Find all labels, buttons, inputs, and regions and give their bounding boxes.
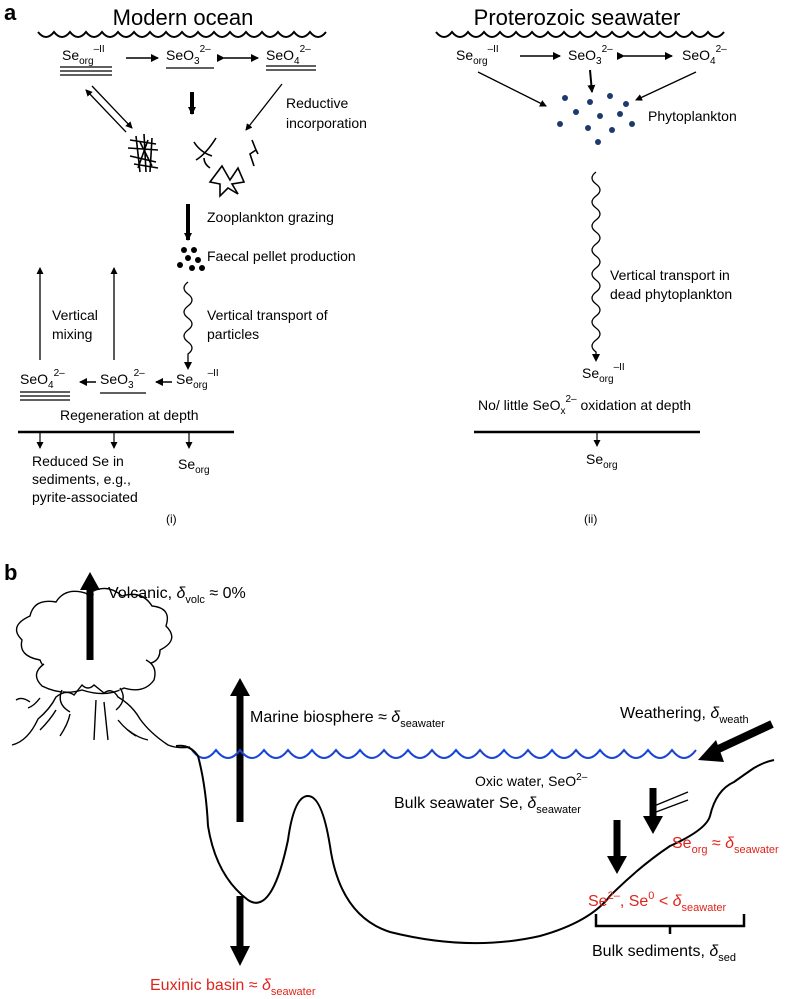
modern-seo4-top: SeO42–: [266, 44, 311, 67]
sediment-bracket: [594, 914, 746, 934]
proterozoic-surface-waves: [435, 30, 725, 38]
oxic-label: Oxic water, SeO2–: [475, 772, 588, 789]
regeneration-label: Regeneration at depth: [60, 407, 199, 423]
pro-se-org-sediment: Seorg: [586, 451, 618, 471]
vertical-transport-2: particles: [207, 326, 259, 342]
reduced-se-2: sediments, e.g.,: [32, 471, 131, 487]
vertical-mixing-1: Vertical: [52, 307, 98, 323]
weathering-label: Weathering, δweath: [620, 705, 749, 726]
faecal-label: Faecal pellet production: [207, 248, 356, 264]
modern-wavy-transport: [183, 281, 193, 364]
euxinic-label: Euxinic basin ≈ δseawater: [150, 977, 316, 998]
pro-se-org-depth: Seorg–II: [582, 362, 625, 385]
bulk-seawater-label: Bulk seawater Se, δseawater: [394, 795, 581, 816]
modern-seo3-bottom: SeO32–: [100, 368, 145, 391]
modern-surface-waves: [37, 30, 327, 38]
pro-wavy-transport: [591, 171, 601, 360]
reductive-label-1: Reductive: [286, 95, 348, 111]
pro-roman: (ii): [584, 512, 597, 526]
phytoplankton-dots: [557, 93, 635, 145]
bulk-sediments-label: Bulk sediments, δsed: [592, 943, 736, 964]
phytoplankton-label: Phytoplankton: [648, 108, 737, 124]
se2-label: Se2–, Se0 < δseawater: [588, 890, 727, 914]
pro-vt-1: Vertical transport in: [610, 267, 730, 283]
proterozoic-title: Proterozoic seawater: [474, 5, 681, 30]
modern-se-org-top: Seorg–II: [62, 44, 105, 67]
vertical-transport-1: Vertical transport of: [207, 307, 328, 323]
pro-seo3-top: SeO32–: [568, 44, 613, 67]
marine-label: Marine biosphere ≈ δseawater: [250, 709, 445, 730]
modern-seo3-top: SeO32–: [166, 44, 211, 67]
pro-vt-2: dead phytoplankton: [610, 286, 732, 302]
modern-roman: (i): [166, 512, 177, 526]
modern-title: Modern ocean: [113, 5, 254, 30]
se-org-label: Seorg ≈ δseawater: [672, 835, 779, 856]
vertical-mixing-2: mixing: [52, 326, 92, 342]
reduced-se-3: pyrite-associated: [32, 489, 138, 505]
pro-oxidation: No/ little SeOx2– oxidation at depth: [478, 394, 691, 417]
panel-b-label: b: [4, 560, 17, 585]
faecal-pellets: [177, 247, 205, 271]
reductive-label-2: incorporation: [286, 115, 367, 131]
panel-a-label: a: [4, 0, 17, 25]
zooplankton-label: Zooplankton grazing: [207, 209, 334, 225]
modern-se-org-bottom: Seorg–II: [176, 368, 219, 391]
volcano: [11, 587, 191, 749]
seawater-surface: [191, 748, 697, 759]
plankton-cluster: [127, 133, 259, 198]
pro-seo4-top: SeO42–: [682, 44, 727, 67]
modern-se-org-sediment: Seorg: [178, 456, 210, 476]
basin-floor: [175, 744, 775, 945]
weathering-arrow: [710, 720, 774, 756]
pro-se-org-top: Seorg–II: [456, 44, 499, 67]
volcanic-label: Volcanic, δvolc ≈ 0%: [108, 585, 246, 606]
reduced-se-1: Reduced Se in: [32, 453, 124, 469]
modern-seo4-bottom: SeO42–: [20, 368, 65, 391]
